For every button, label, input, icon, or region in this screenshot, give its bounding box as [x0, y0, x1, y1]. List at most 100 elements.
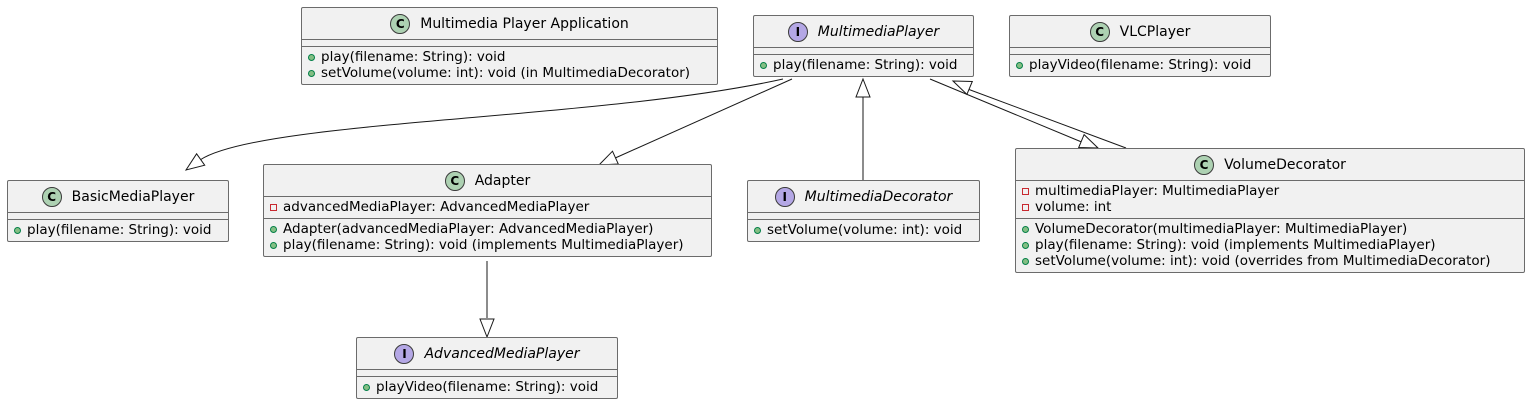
method-row-text: setVolume(volume: int): void (in Multime… [321, 65, 691, 81]
method-row-text: setVolume(volume: int): void [767, 222, 963, 238]
fields-section-empty [8, 213, 228, 220]
class-name: VLCPlayer [1119, 23, 1191, 40]
methods-section: play(filename: String): void [754, 55, 973, 76]
relation-line [964, 87, 1127, 149]
method-row: setVolume(volume: int): void (overrides … [1016, 253, 1524, 269]
methods-section: play(filename: String): void [8, 220, 228, 241]
method-row: play(filename: String): void (implements… [1016, 237, 1524, 253]
relation-multimediaPlayer-adapter [597, 78, 793, 166]
method-row: setVolume(volume: int): void [748, 222, 979, 238]
class-header: I MultimediaDecorator [748, 181, 979, 213]
fields-section-empty [302, 40, 717, 47]
public-visibility-icon [1022, 225, 1029, 233]
private-visibility-icon [270, 203, 277, 211]
fields-section-empty [754, 48, 973, 55]
generalization-arrowhead-icon [479, 318, 495, 339]
public-visibility-icon [14, 226, 21, 234]
class-header: I AdvancedMediaPlayer [357, 338, 617, 370]
class-name: Multimedia Player Application [420, 15, 629, 32]
method-row-text: playVideo(filename: String): void [376, 379, 599, 395]
class-box-app: C Multimedia Player Application play(filen… [301, 7, 718, 85]
field-row: multimediaPlayer: MultimediaPlayer [1016, 183, 1524, 199]
class-header: C BasicMediaPlayer [8, 181, 228, 213]
generalization-arrowhead-icon [855, 77, 871, 98]
method-row-text: VolumeDecorator(multimediaPlayer: Multim… [1035, 221, 1408, 237]
relation-adapter-advanced [479, 261, 495, 339]
public-visibility-icon [308, 69, 315, 77]
private-visibility-icon [1022, 187, 1029, 195]
methods-section: setVolume(volume: int): void [748, 220, 979, 241]
method-row: play(filename: String): void [8, 222, 228, 238]
generalization-arrowhead-icon [951, 80, 974, 96]
method-row: Adapter(advancedMediaPlayer: AdvancedMed… [264, 221, 711, 237]
method-row: playVideo(filename: String): void [1010, 57, 1270, 73]
class-header: I MultimediaPlayer [754, 16, 973, 48]
public-visibility-icon [363, 383, 370, 391]
generalization-arrowhead-icon [184, 152, 206, 171]
class-name: BasicMediaPlayer [71, 188, 195, 205]
interface-box-decorator: I MultimediaDecorator setVolume(volume: in… [747, 180, 980, 242]
relation-multimediaPlayer-volume [929, 78, 1100, 149]
private-visibility-icon [1022, 203, 1029, 211]
class-name: AdvancedMediaPlayer [424, 345, 580, 362]
interface-stereotype-icon: I [787, 21, 808, 42]
methods-section: playVideo(filename: String): void [357, 377, 617, 398]
public-visibility-icon [270, 225, 277, 233]
fields-section-empty [357, 370, 617, 377]
method-row: playVideo(filename: String): void [357, 379, 617, 395]
field-row: volume: int [1016, 199, 1524, 215]
relation-line [612, 78, 793, 160]
interface-stereotype-icon: I [394, 343, 415, 364]
method-row: play(filename: String): void [754, 57, 973, 73]
fields-section-empty [1010, 48, 1270, 55]
method-row-text: setVolume(volume: int): void (overrides … [1035, 253, 1491, 269]
method-row: setVolume(volume: int): void (in Multime… [302, 65, 717, 81]
method-row-text: playVideo(filename: String): void [1029, 57, 1252, 73]
class-name: MultimediaPlayer [817, 23, 940, 40]
method-row-text: play(filename: String): void [321, 49, 506, 65]
relation-decorator-multimediaPlayer [855, 77, 871, 180]
method-row-text: play(filename: String): void [27, 222, 212, 238]
methods-section: Adapter(advancedMediaPlayer: AdvancedMed… [264, 219, 711, 256]
interface-box-advanced: I AdvancedMediaPlayer playVideo(filename: … [356, 337, 618, 399]
methods-section: VolumeDecorator(multimediaPlayer: Multim… [1016, 219, 1524, 272]
public-visibility-icon [754, 226, 761, 234]
field-row: advancedMediaPlayer: AdvancedMediaPlayer [264, 199, 711, 215]
relation-multimediaPlayer-basic [184, 78, 784, 171]
field-row-text: multimediaPlayer: MultimediaPlayer [1035, 183, 1280, 199]
class-stereotype-icon: C [41, 186, 62, 207]
relation-line [929, 78, 1085, 144]
method-row-text: Adapter(advancedMediaPlayer: AdvancedMed… [283, 221, 654, 237]
class-header: C Multimedia Player Application [302, 8, 717, 40]
fields-section-empty [748, 213, 979, 220]
method-row: VolumeDecorator(multimediaPlayer: Multim… [1016, 221, 1524, 237]
methods-section: playVideo(filename: String): void [1010, 55, 1270, 76]
public-visibility-icon [270, 241, 277, 249]
public-visibility-icon [1022, 257, 1029, 265]
class-stereotype-icon: C [390, 13, 411, 34]
interface-stereotype-icon: I [774, 186, 795, 207]
method-row: play(filename: String): void [302, 49, 717, 65]
public-visibility-icon [1022, 241, 1029, 249]
method-row-text: play(filename: String): void (implements… [1035, 237, 1436, 253]
class-name: MultimediaDecorator [804, 188, 953, 205]
class-box-basic: C BasicMediaPlayer play(filename: String):… [7, 180, 229, 242]
generalization-arrowhead-icon [1077, 133, 1100, 149]
generalization-arrowhead-icon [597, 150, 620, 166]
relation-volume-multimediaPlayer [951, 80, 1127, 149]
field-row-text: volume: int [1035, 199, 1112, 215]
fields-section: advancedMediaPlayer: AdvancedMediaPlayer [264, 197, 711, 219]
method-row: play(filename: String): void (implements… [264, 237, 711, 253]
interface-box-multimediaPlayer: I MultimediaPlayer play(filename: String):… [753, 15, 974, 77]
field-row-text: advancedMediaPlayer: AdvancedMediaPlayer [283, 199, 590, 215]
method-row-text: play(filename: String): void [773, 57, 958, 73]
